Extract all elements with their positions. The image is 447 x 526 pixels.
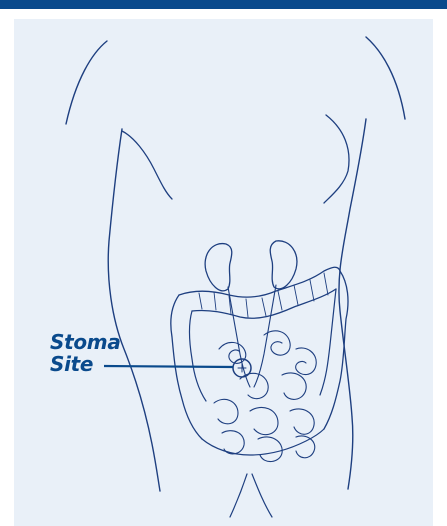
- stoma-site-label: Stoma Site: [50, 331, 121, 375]
- transverse-colon-upper: [179, 267, 340, 297]
- left-torso-outline: [108, 129, 160, 491]
- stoma-label-line1: Stoma: [50, 331, 121, 353]
- right-torso-outline: [339, 119, 366, 489]
- left-kidney: [205, 244, 232, 291]
- descending-colon-inner: [320, 289, 336, 395]
- illustration-panel: Stoma Site: [14, 19, 433, 526]
- right-ureter: [254, 285, 276, 387]
- left-shoulder-outline: [66, 41, 107, 124]
- abdomen-illustration: [14, 19, 433, 526]
- transverse-colon-lower: [192, 289, 336, 318]
- stoma-label-line2: Site: [50, 353, 121, 375]
- left-chest-curve: [122, 131, 172, 199]
- pelvis-line-left: [230, 474, 247, 517]
- right-kidney: [270, 241, 297, 289]
- top-color-bar: [0, 0, 447, 9]
- ascending-colon-inner: [189, 311, 206, 401]
- right-chest-curve: [324, 115, 349, 203]
- stoma-leader-line: [104, 366, 233, 367]
- right-shoulder-outline: [366, 37, 405, 119]
- sigmoid-colon: [202, 429, 324, 455]
- stoma-site-center: [238, 364, 246, 372]
- pelvis-line-right: [252, 474, 272, 517]
